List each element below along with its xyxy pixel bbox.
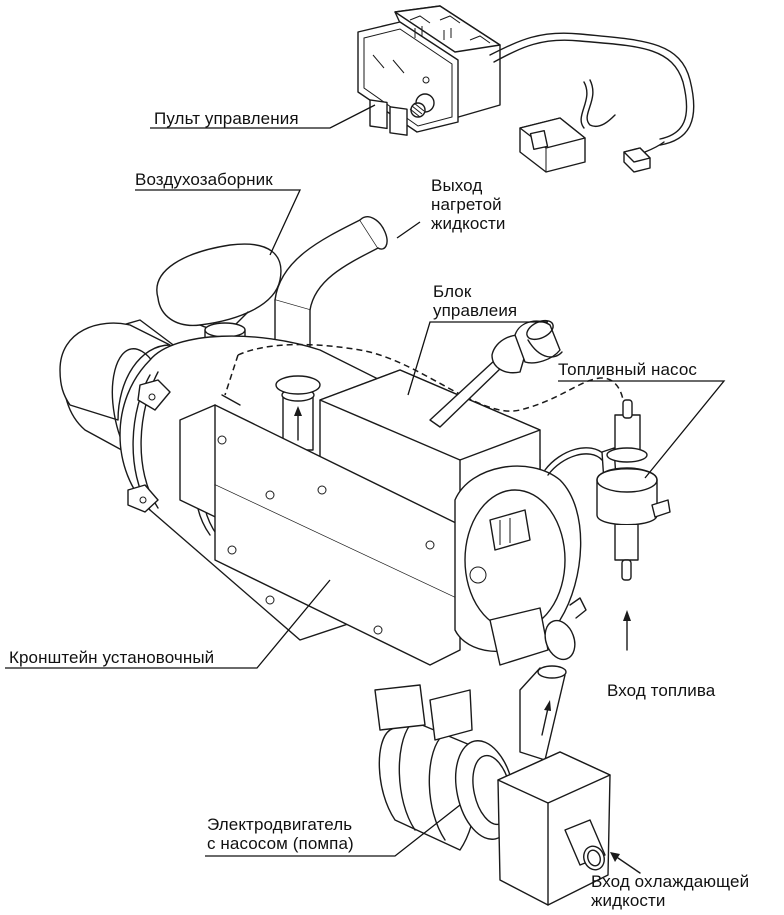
control-panel-cable xyxy=(489,32,695,173)
label-motor-pump: Электродвигатель с насосом (помпа) xyxy=(207,815,354,853)
label-coolant-inlet-line-1: Вход охлаждающей xyxy=(591,872,750,891)
leader-control-panel xyxy=(150,104,376,129)
label-hot-outlet-line-2: нагретой xyxy=(431,195,502,214)
label-control-unit-line-2: управлеия xyxy=(433,301,518,320)
leader-air-intake xyxy=(135,189,302,256)
leader-lines xyxy=(5,104,726,857)
label-fuel-pump: Топливный насос xyxy=(558,360,697,379)
leader-control-unit xyxy=(407,321,548,396)
label-control-unit-line-1: Блок xyxy=(433,282,472,301)
label-hot-outlet-line-3: жидкости xyxy=(431,214,506,233)
leader-motor-pump xyxy=(205,804,461,857)
fuel-pump-drawing xyxy=(544,399,671,651)
label-air-intake: Воздухозаборник xyxy=(135,170,273,189)
motor-pump-drawing xyxy=(374,665,641,906)
label-control-unit: Блок управлеия xyxy=(433,282,517,320)
label-motor-pump-line-2: с насосом (помпа) xyxy=(207,834,354,853)
label-coolant-inlet-line-2: жидкости xyxy=(591,891,666,910)
label-motor-pump-line-1: Электродвигатель xyxy=(207,815,353,834)
leader-mount-bracket xyxy=(5,579,331,669)
label-mount-bracket: Кронштейн установочный xyxy=(9,648,215,667)
label-hot-outlet: Выход нагретой жидкости xyxy=(431,176,505,233)
leader-hot-outlet xyxy=(396,221,421,239)
label-fuel-inlet: Вход топлива xyxy=(607,681,716,700)
label-hot-outlet-line-1: Выход xyxy=(431,176,483,195)
leader-fuel-pump xyxy=(558,380,726,479)
label-control-panel: Пульт управления xyxy=(154,109,299,128)
heat-exchanger-end xyxy=(454,465,587,666)
control-panel-drawing xyxy=(357,5,501,136)
label-coolant-inlet: Вход охлаждающей жидкости xyxy=(591,872,749,910)
